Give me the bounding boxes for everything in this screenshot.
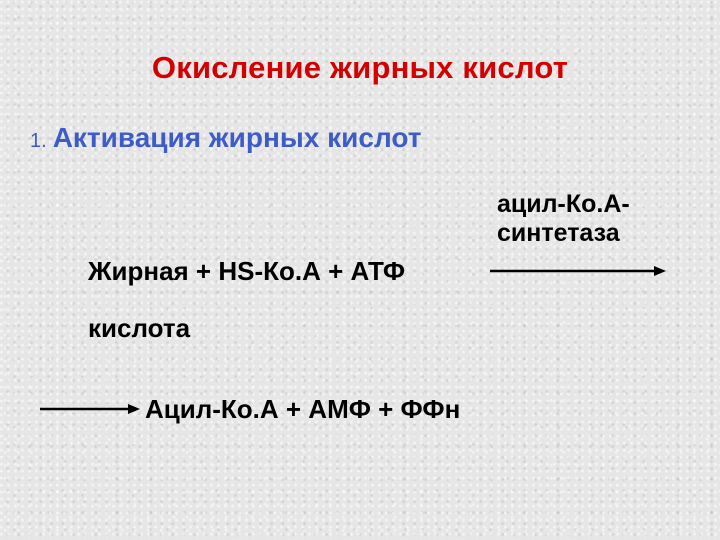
products-line: Ацил-Ко.А + АМФ + ФФн	[145, 394, 461, 424]
section-number: 1.	[30, 130, 47, 152]
enzyme-label: ацил-Ко.А- синтетаза	[497, 190, 630, 248]
reactants-line-1: Жирная + HS-Ко.А + АТФ	[88, 256, 406, 286]
enzyme-label-line-1: ацил-Ко.А-	[497, 190, 630, 218]
reactants-line-2: кислота	[88, 313, 191, 343]
right-arrow-icon	[490, 266, 666, 276]
section-heading-text: Активация жирных кислот	[52, 122, 422, 153]
right-arrow-icon	[40, 404, 140, 414]
slide-title: Окисление жирных кислот	[151, 50, 569, 85]
enzyme-label-line-2: синтетаза	[497, 219, 620, 247]
section-heading: 1.Активация жирных кислот	[30, 122, 422, 154]
